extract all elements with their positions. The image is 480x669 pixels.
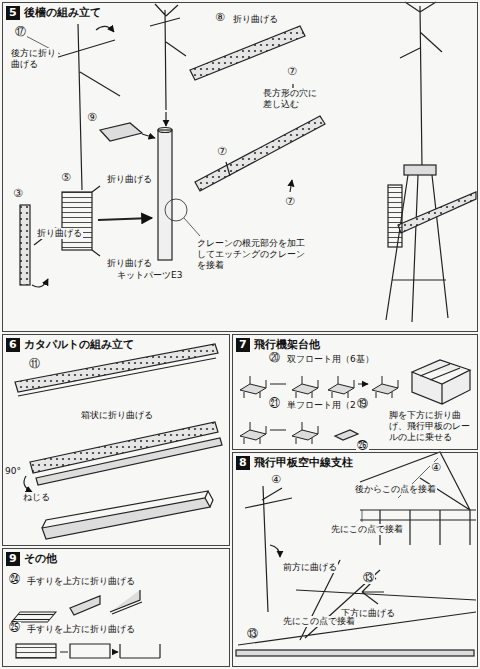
- line-art: [12, 2, 476, 658]
- rail-part: [70, 644, 160, 658]
- tripod-legs: [386, 175, 448, 322]
- section-heading: 5 後檣の組み立て: [6, 6, 104, 20]
- crane-boom: [195, 116, 325, 191]
- callout-number: ③: [12, 188, 24, 200]
- mast-assembly: [400, 2, 442, 168]
- callout-number: ⑨: [86, 112, 98, 124]
- part-plate: [100, 123, 142, 141]
- ladder-part: [12, 612, 56, 622]
- callout-number: ⑳: [268, 352, 281, 364]
- section-number: 8: [236, 456, 250, 470]
- section-heading: 6 カタパルトの組み立て: [6, 338, 137, 352]
- stair-part: [70, 590, 142, 615]
- mast-platform: [404, 165, 436, 175]
- instruction-note: 長方形の穴に差し込む: [262, 88, 326, 110]
- twist-arrow: [24, 476, 32, 492]
- callout-number: ㉖: [356, 440, 369, 452]
- section-title: 後檣の組み立て: [24, 6, 101, 20]
- etched-strip: [20, 205, 30, 285]
- antenna-lines: [238, 560, 476, 645]
- mast-tube: [158, 130, 172, 260]
- instruction-note: 手すりを上方に折り曲げる: [26, 576, 136, 587]
- callout-number: ④: [430, 462, 442, 474]
- instruction-note: 折り曲げる: [232, 14, 279, 25]
- tube-end: [158, 128, 172, 133]
- callout-number: ⑤: [60, 172, 72, 184]
- section-heading: 7 飛行機架台他: [236, 338, 323, 352]
- instruction-note: 折り曲げる: [106, 174, 153, 185]
- instruction-note: 先にこの点で接着: [282, 616, 356, 627]
- instruction-note: クレーンの根元部分を加工してエッチングのクレーンを接着: [196, 238, 306, 271]
- callout-number: ㉔: [8, 574, 21, 586]
- step-arrow: [60, 651, 118, 652]
- callout-number: ㉕: [8, 622, 21, 634]
- detail-circle: [165, 199, 187, 221]
- mast-part: [55, 24, 120, 190]
- catapult-box: [42, 498, 210, 539]
- callout-number: ⑪: [28, 358, 41, 370]
- part-26: [335, 430, 358, 440]
- instruction-note: 脚を下方に折り曲げ、飛行甲板のレールの上に乗せる: [388, 410, 476, 443]
- catapult-box: [42, 491, 213, 528]
- callout-number: ⑦: [216, 146, 228, 158]
- section-number: 9: [6, 552, 20, 566]
- fold-line: [18, 358, 216, 396]
- fold-arrow: [32, 279, 48, 287]
- instruction-note: 折り曲げる: [106, 258, 153, 269]
- instruction-note: 90°: [4, 466, 22, 477]
- instruction-note: 折り曲げる: [36, 228, 83, 239]
- etched-strip: [190, 26, 305, 80]
- instruction-note: 箱状に折り曲げる: [80, 410, 154, 421]
- section-title: 飛行甲板空中線支柱: [254, 456, 353, 470]
- callout-number: ⑰: [14, 26, 27, 38]
- mast-top: [150, 4, 186, 110]
- section-title: その他: [24, 552, 57, 566]
- callout-number: ⑲: [356, 398, 369, 410]
- catapult-strip: [36, 438, 222, 485]
- deck-beam: [236, 650, 474, 656]
- instruction-note: 手すりを上方に折り曲げる: [26, 624, 136, 635]
- insert-arrow: [142, 134, 155, 138]
- instruction-note: キットパーツE3: [116, 270, 183, 281]
- instruction-note: 双フロート用（6基）: [286, 354, 375, 365]
- antenna-spar: [245, 486, 292, 612]
- section-number: 6: [6, 338, 20, 352]
- instruction-note: 後からこの点を接着: [354, 484, 437, 495]
- section-title: 飛行機架台他: [254, 338, 320, 352]
- callout-number: ㉑: [268, 398, 281, 410]
- callout-number: ⑬: [362, 572, 375, 584]
- section-number: 7: [236, 338, 250, 352]
- section-panel: 5 後檣の組み立て: [2, 2, 478, 332]
- instruction-note: 後方に折り曲げる: [10, 48, 58, 70]
- section-number: 5: [6, 6, 20, 20]
- leader-line: [184, 218, 200, 236]
- instruction-note: ねじる: [22, 492, 51, 503]
- fold-tab: [92, 186, 100, 256]
- section-title: カタパルトの組み立て: [24, 338, 134, 352]
- rail-stand: [412, 360, 470, 404]
- ladder-part: [388, 185, 402, 247]
- callout-number: ⑦: [286, 66, 298, 78]
- crane-boom: [398, 192, 476, 233]
- section-heading: 9 その他: [6, 552, 60, 566]
- instruction-note: 先にこの点で接着: [330, 524, 404, 535]
- bend-arrow: [270, 545, 280, 557]
- insert-arrow: [165, 112, 166, 126]
- insert-arrow: [98, 218, 152, 220]
- callout-number: ⑬: [246, 628, 259, 640]
- fold-arrow: [96, 26, 114, 32]
- section-panel: 9 その他: [2, 548, 230, 667]
- callout-number: ⑦: [284, 196, 296, 208]
- rail-part: [16, 644, 56, 658]
- callout-number: ⑧: [214, 12, 226, 24]
- ladder-part: [62, 192, 92, 250]
- callout-number: ④: [270, 474, 282, 486]
- section-heading: 8 飛行甲板空中線支柱: [236, 456, 356, 470]
- instruction-note: 前方に曲げる: [282, 562, 338, 573]
